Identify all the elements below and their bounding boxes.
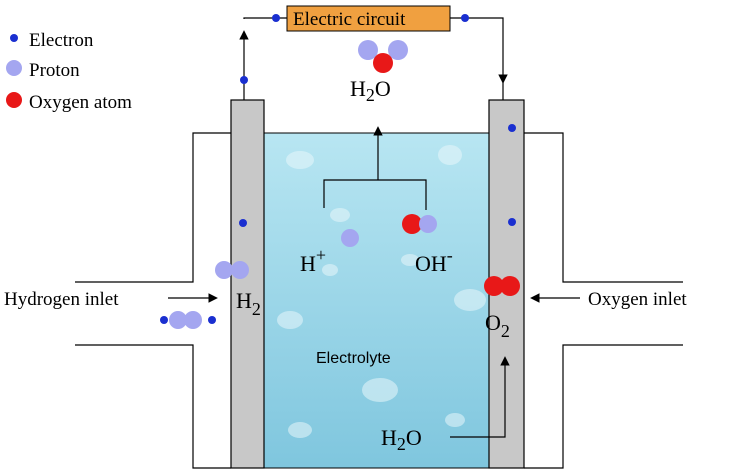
- h2-molecule-inlet: [160, 311, 216, 329]
- water-molecule-top: [358, 40, 408, 73]
- electron-wire-left-vertical: [240, 76, 248, 84]
- electron-cathode-mid: [508, 218, 516, 226]
- electron-wire-left-top: [272, 14, 280, 22]
- electron-cathode-top: [508, 124, 516, 132]
- legend-oxygen-dot: [6, 92, 22, 108]
- legend-proton-label: Proton: [29, 60, 80, 81]
- h2-label: H2: [236, 288, 261, 319]
- hydroxide-ion: [402, 214, 437, 234]
- water-top-label: H2O: [350, 76, 391, 105]
- water-bottom-label: H2O: [381, 425, 422, 454]
- electron-wire-right-top: [461, 14, 469, 22]
- left-container-wall: [75, 132, 231, 283]
- electrolyte-label: Electrolyte: [316, 350, 391, 367]
- left-container-wall-lower: [75, 344, 231, 469]
- legend: Electron Proton Oxygen atom: [6, 30, 132, 113]
- right-container-wall-lower: [524, 344, 683, 469]
- h-plus-proton: [341, 229, 359, 247]
- o2-label: O2: [485, 310, 510, 341]
- electric-circuit-box: [286, 5, 451, 32]
- h-plus-label: H+: [300, 245, 326, 276]
- hydrogen-inlet-label: Hydrogen inlet: [4, 289, 119, 310]
- oxygen-inlet-label: Oxygen inlet: [588, 289, 687, 310]
- legend-electron-label: Electron: [29, 30, 94, 51]
- legend-electron-dot: [10, 34, 18, 42]
- electrolyte-chamber: [263, 132, 490, 469]
- anode-electrode: [230, 99, 265, 469]
- legend-oxygen-label: Oxygen atom: [29, 92, 132, 113]
- container-walls: [75, 132, 683, 469]
- o2-molecule-cathode: [484, 276, 520, 296]
- electrolyte-droplets: [277, 145, 486, 438]
- reaction-branch: [323, 126, 427, 210]
- water-bottom-arrow: [450, 356, 510, 438]
- h2-molecule-anode: [215, 261, 249, 279]
- electric-circuit-label: Electric circuit: [293, 9, 406, 30]
- electron-anode: [239, 219, 247, 227]
- right-container-wall: [524, 132, 683, 283]
- oh-minus-label: OH-: [415, 245, 453, 276]
- circuit-box: Electric circuit: [286, 5, 451, 32]
- legend-proton-dot: [6, 60, 22, 76]
